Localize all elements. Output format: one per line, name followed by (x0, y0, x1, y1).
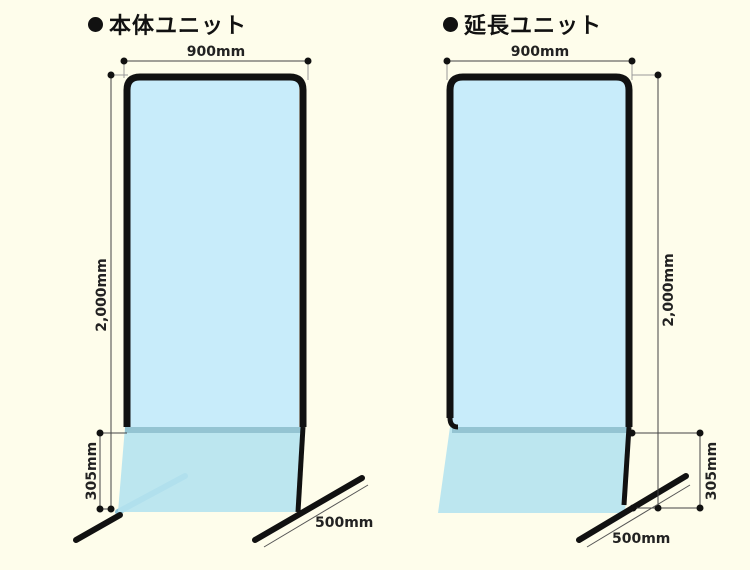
extension-unit-title: 延長ユニット (443, 8, 602, 40)
main-frame (123, 73, 307, 427)
ext-base-rail (452, 427, 628, 433)
main-base-rail (125, 427, 303, 433)
ext-frame-leg (621, 426, 632, 506)
main-width-label: 900mm (187, 44, 245, 60)
ext-width-label: 900mm (511, 44, 569, 60)
ext-base-panel (438, 427, 630, 513)
bullet-icon (88, 17, 103, 32)
ext-height-label: 2,000mm (661, 253, 677, 326)
main-base-label: 305mm (84, 442, 100, 500)
main-frame-leg (295, 426, 306, 513)
main-foot-label: 500mm (315, 515, 373, 531)
ext-frame (446, 73, 633, 427)
ext-panel (452, 79, 626, 427)
main-panel (129, 79, 299, 427)
extension-unit-title-text: 延長ユニット (464, 14, 603, 39)
bullet-icon (443, 17, 458, 32)
main-unit-title-text: 本体ユニット (109, 14, 248, 39)
main-base-panel (118, 427, 303, 512)
main-left-foot (73, 512, 123, 543)
ext-foot-label: 500mm (612, 531, 670, 547)
main-height-label: 2,000mm (94, 258, 110, 331)
ext-base-label: 305mm (704, 442, 720, 500)
main-unit-title: 本体ユニット (88, 8, 247, 40)
extension-unit-diagram: 900mm 2,000mm 305mm 500mm (438, 44, 720, 548)
main-right-foot (252, 475, 365, 543)
main-unit-diagram: 900mm 2,000mm 305mm 500mm (73, 44, 373, 548)
